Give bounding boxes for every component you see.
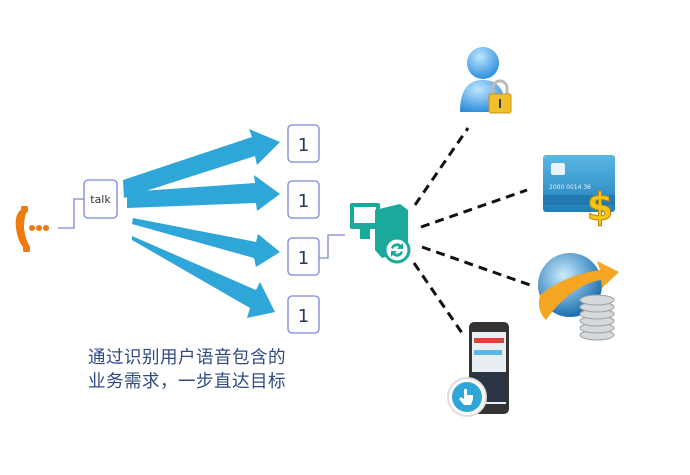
mobile-touch-icon [447,322,509,417]
caption: 通过识别用户语音包含的 业务需求，一步直达目标 [88,346,286,394]
credit-card-icon: 2000 0014 36 $ [543,155,615,230]
intent-box-1: 1 [287,124,320,163]
arrow-1 [123,129,280,198]
svg-text:1: 1 [298,306,309,327]
dashed-links [412,127,531,334]
globe-coins-icon [538,253,619,341]
svg-text:$: $ [587,185,613,229]
intent-box-4: 1 [287,295,320,334]
arrow-4 [132,236,275,318]
server-icon [350,203,411,264]
svg-text:1: 1 [298,248,309,269]
phone-icon [15,206,49,252]
intent-box-2: 1 [287,180,320,219]
svg-text:1: 1 [298,135,309,156]
connector-line [319,234,345,259]
talk-label: talk [90,193,111,206]
intent-box-3: 1 [287,237,320,276]
talk-box [83,179,118,219]
caption-line-1: 通过识别用户语音包含的 [88,348,286,368]
svg-text:2000 0014 36: 2000 0014 36 [549,184,591,191]
arrow-3 [132,218,280,267]
svg-text:1: 1 [298,191,309,212]
connector-line [58,198,84,229]
arrow-2 [127,175,280,211]
intent-arrows [123,129,280,318]
caption-line-2: 业务需求，一步直达目标 [88,372,286,392]
user-lock-icon [460,47,512,114]
